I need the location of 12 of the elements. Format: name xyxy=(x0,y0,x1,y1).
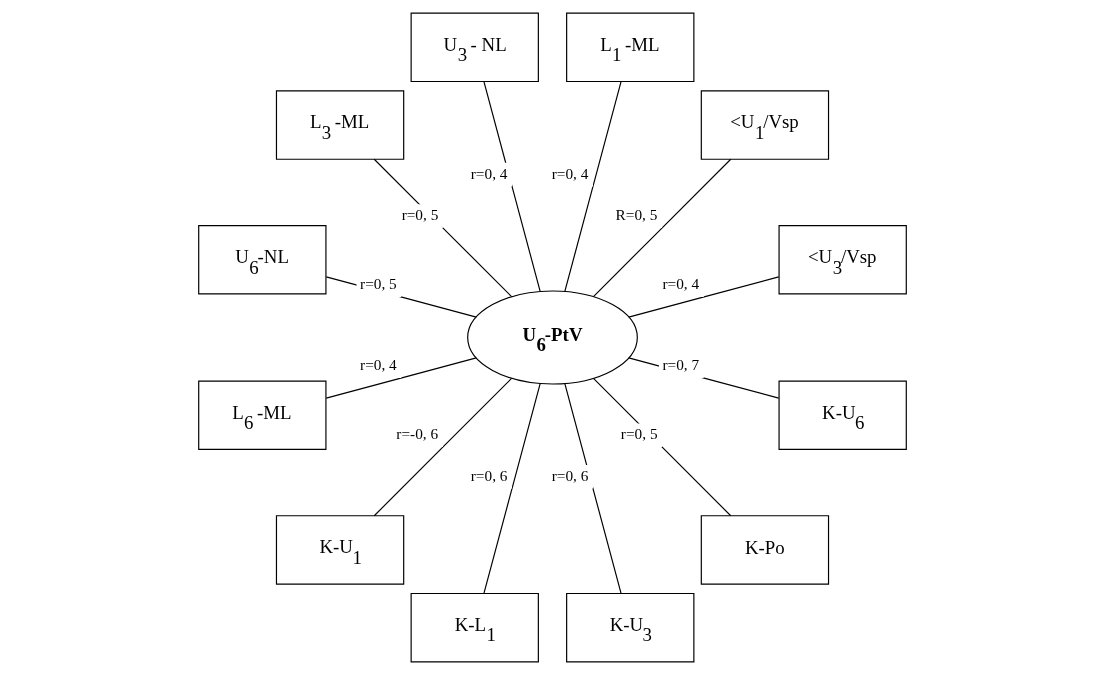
edge-label: r=0, 6 xyxy=(551,466,588,484)
edge-label: r=0, 5 xyxy=(620,425,658,443)
edge-label: r=0, 4 xyxy=(470,164,507,182)
edge-label: r=0, 4 xyxy=(662,275,699,293)
edge-label: R=0, 5 xyxy=(615,206,657,224)
edge-label: r=0, 7 xyxy=(662,356,699,374)
edge-label: r=0, 4 xyxy=(551,164,588,182)
edge-label: r=0, 5 xyxy=(359,275,397,293)
edge-label: r=0, 6 xyxy=(470,466,507,484)
edge-label: r=-0, 6 xyxy=(395,425,438,443)
edge-label: r=0, 5 xyxy=(401,206,438,224)
edge-label: r=0, 4 xyxy=(359,356,397,374)
